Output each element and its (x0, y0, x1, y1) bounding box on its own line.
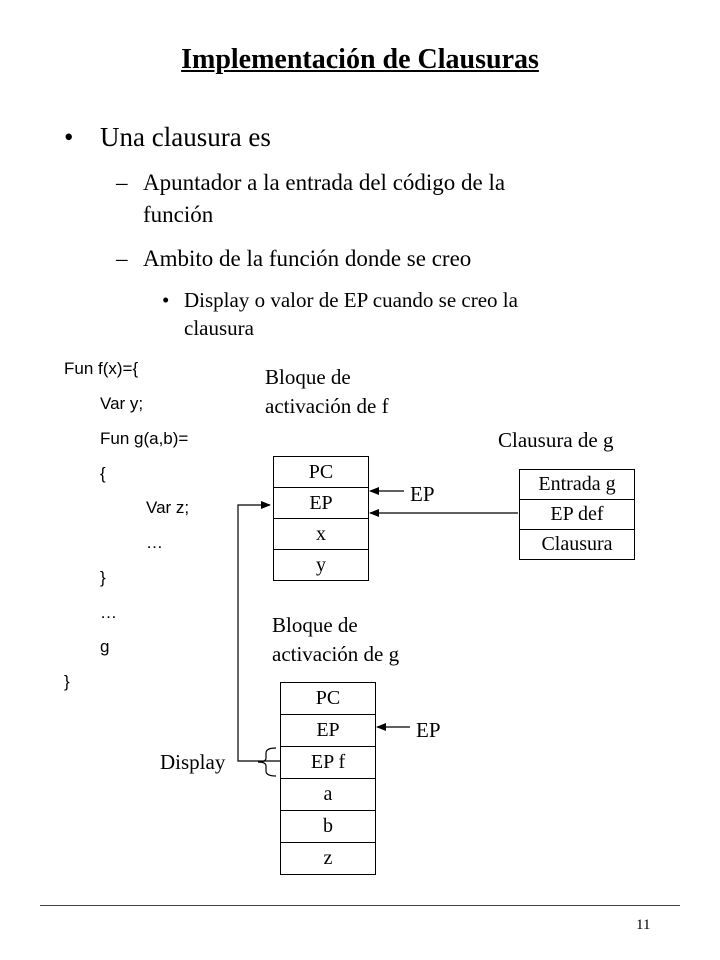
stack-g-cell-ep-f: EP f (281, 747, 375, 779)
activation-block-g: PC EP EP f a b z (280, 682, 376, 875)
code-line: { (100, 464, 106, 483)
closure-record: Entrada g EP def Clausura (519, 469, 635, 560)
code-line: } (100, 568, 106, 587)
sub-bullet-2-line-1: Ambito de la función donde se creo (143, 246, 472, 271)
closure-cell-ep-def: EP def (520, 500, 634, 530)
code-line: Fun g(a,b)= (100, 429, 189, 448)
code-line: … (100, 603, 117, 622)
code-line: Fun f(x)={ (64, 359, 139, 378)
bullet-main-text: Una clausura es (100, 122, 271, 152)
stack-g-cell-pc: PC (281, 683, 375, 715)
closure-cell-entrada: Entrada g (520, 470, 634, 500)
subsub-bullet-line-1: Display o valor de EP cuando se creo la (184, 288, 518, 312)
page-title: Implementación de Clausuras (181, 44, 539, 75)
stack-f-caption-line-1: Bloque de (265, 365, 351, 389)
closure-caption: Clausura de g (498, 428, 614, 452)
closure-cell-clausura: Clausura (520, 530, 634, 560)
subsub-bullet-marker: • (162, 288, 170, 312)
stack-f-cell-pc: PC (274, 457, 368, 488)
code-line: Var z; (146, 498, 190, 517)
display-label: Display (160, 750, 226, 774)
display-brace (257, 747, 277, 777)
sub-bullet-1-line-2: función (143, 202, 214, 227)
stack-g-cell-ep: EP (281, 715, 375, 747)
stack-f-cell-x: x (274, 519, 368, 550)
stack-f-cell-ep: EP (274, 488, 368, 519)
bullet-marker: • (64, 122, 74, 152)
code-line: Var y; (100, 394, 144, 413)
page-number: 11 (636, 917, 651, 933)
display-link-arrow (237, 501, 280, 762)
subsub-bullet-line-2: clausura (184, 316, 254, 340)
footer-divider (40, 905, 680, 906)
stack-g-cell-z: z (281, 843, 375, 875)
code-line: g (100, 637, 110, 656)
sub-bullet-marker: – (116, 170, 128, 195)
stack-g-caption-line-1: Bloque de (272, 613, 358, 637)
stack-g-cell-a: a (281, 779, 375, 811)
code-line: … (146, 533, 163, 552)
stack-f-cell-y: y (274, 550, 368, 581)
stack-g-caption-line-2: activación de g (272, 642, 400, 666)
activation-block-f: PC EP x y (273, 456, 369, 581)
stack-f-caption-line-2: activación de f (265, 394, 389, 418)
stack-g-cell-b: b (281, 811, 375, 843)
sub-bullet-marker: – (116, 246, 128, 271)
ep-pointer-label-f: EP (410, 482, 435, 506)
sub-bullet-1-line-1: Apuntador a la entrada del código de la (143, 170, 506, 195)
ep-pointer-label-g: EP (416, 718, 441, 742)
code-line: } (64, 672, 70, 691)
